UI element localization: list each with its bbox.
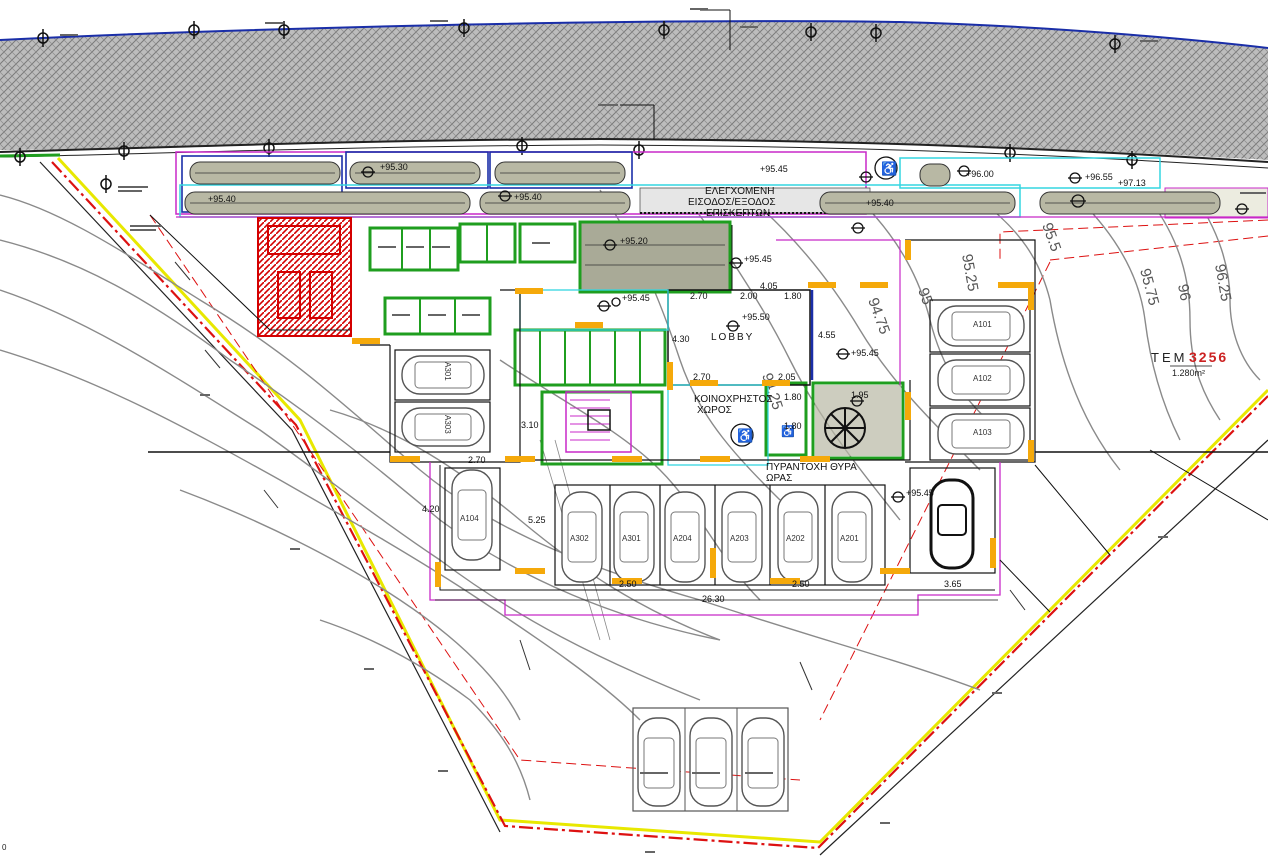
elevation-label: +95.40 — [208, 194, 236, 204]
dimension-label: 2.50 — [792, 579, 810, 589]
entrance-label: ΕΙΣΟΔΟΣ/ΕΞΟΔΟΣ — [688, 197, 776, 208]
elevation-label: +95.45 — [744, 254, 772, 264]
parking-id: A203 — [730, 534, 749, 543]
parking-id: A204 — [673, 534, 692, 543]
elevation-label: +95.40 — [866, 198, 894, 208]
elevation-label: +97.13 — [1118, 178, 1146, 188]
dimension-label: 1.80 — [784, 421, 802, 431]
contour-label: 96.25 — [1211, 263, 1234, 303]
fire-door-label: ΠΥΡΑΝΤΟΧΗ ΘΥΡΑ — [766, 462, 857, 473]
dimension-label: 2.70 — [690, 291, 708, 301]
dimension-label: 1.80 — [784, 291, 802, 301]
dimension-label: 3.10 — [521, 420, 539, 430]
road-edge-bottom — [0, 137, 1268, 163]
plot-label: ΤΕΜ — [1151, 350, 1187, 365]
dimension-label: 2.70 — [468, 455, 486, 465]
svg-text:♿: ♿ — [881, 161, 897, 176]
plot-boundary-yellow — [56, 156, 1268, 844]
contour-label: 95.5 — [1038, 221, 1064, 254]
wheelchair-icon: ♿ — [730, 423, 754, 447]
dimension-label: 2.05 — [778, 372, 796, 382]
contour-label: 95 — [914, 286, 936, 307]
contour-label: 96 — [1174, 283, 1194, 302]
parking-id: A101 — [973, 320, 992, 329]
wheelchair-icon: ♿ — [874, 156, 898, 180]
stair-core — [565, 391, 632, 453]
dimension-label: 3.65 — [944, 579, 962, 589]
elevation-label: +95.45 — [906, 488, 934, 498]
dimension-label: 2.70 — [693, 372, 711, 382]
parking-id: A302 — [570, 534, 589, 543]
dimension-label: 2.50 — [619, 579, 637, 589]
elevation-label: +95.40 — [514, 192, 542, 202]
parking-id: A301 — [443, 362, 452, 381]
parking-id: A103 — [973, 428, 992, 437]
elevation-label: +95.45 — [851, 348, 879, 358]
wheelchair-icon: ♿ — [781, 425, 795, 438]
corner-mark: 0 — [2, 843, 7, 852]
entrance-label: ΕΛΕΓΧΟΜΕΝΗ — [705, 186, 774, 197]
parking-id: A202 — [786, 534, 805, 543]
common-area-label: ΚΟΙΝΟΧΡΗΣΤΟΣ — [694, 394, 773, 405]
fan-icon — [824, 407, 866, 449]
dimension-label: 4.20 — [422, 504, 440, 514]
red-hatched-block — [257, 217, 352, 337]
fire-door-label: ΩΡΑΣ — [766, 473, 792, 484]
dimension-label: 5.25 — [528, 515, 546, 525]
elevation-label: +95.50 — [742, 312, 770, 322]
car-icons — [401, 305, 1025, 807]
plot-area: 1.280m² — [1172, 368, 1205, 378]
contour-label: 95.25 — [958, 253, 981, 293]
elevation-label: +95.20 — [620, 236, 648, 246]
columns — [352, 240, 1034, 587]
elevation-label: +95.45 — [760, 164, 788, 174]
svg-text:♿: ♿ — [781, 425, 795, 438]
plot-boundary-red — [51, 161, 1268, 850]
survey-markers — [14, 19, 1138, 193]
common-area-label: ΧΩΡΟΣ — [697, 405, 732, 416]
entrance-label: ΕΠΙΣΚΕΠΤΩΝ — [706, 208, 770, 219]
svg-text:♿: ♿ — [737, 428, 753, 443]
parking-id: A303 — [443, 415, 452, 434]
plot-number: 3256 — [1189, 349, 1228, 365]
storage-rooms — [368, 222, 905, 466]
lobby-label: LOBBY — [711, 332, 754, 343]
elevation-label: +96.00 — [966, 169, 994, 179]
contour-label: 95.75 — [1136, 267, 1162, 308]
elevation-label: +95.30 — [380, 162, 408, 172]
dimension-label: 1.95 — [851, 390, 869, 400]
dimension-label: 4.05 — [760, 281, 778, 291]
dimension-label: 2.00 — [740, 291, 758, 301]
car-icon — [929, 478, 975, 570]
contour-label: 94.75 — [864, 296, 893, 337]
parking-bays — [394, 299, 1031, 586]
road-band — [0, 21, 1268, 160]
parking-id: A104 — [460, 514, 479, 523]
outdoor-parking-area — [632, 707, 789, 812]
parking-id: A102 — [973, 374, 992, 383]
dimension-label: 4.30 — [672, 334, 690, 344]
dimension-label: 26.30 — [702, 594, 725, 604]
dimension-label: 4.55 — [818, 330, 836, 340]
elevation-label: +96.55 — [1085, 172, 1113, 182]
elevation-label: +95.45 — [622, 293, 650, 303]
parking-id: A201 — [840, 534, 859, 543]
dimension-label: 1.80 — [784, 392, 802, 402]
parking-id: A301 — [622, 534, 641, 543]
elevation-markers — [361, 165, 1249, 503]
